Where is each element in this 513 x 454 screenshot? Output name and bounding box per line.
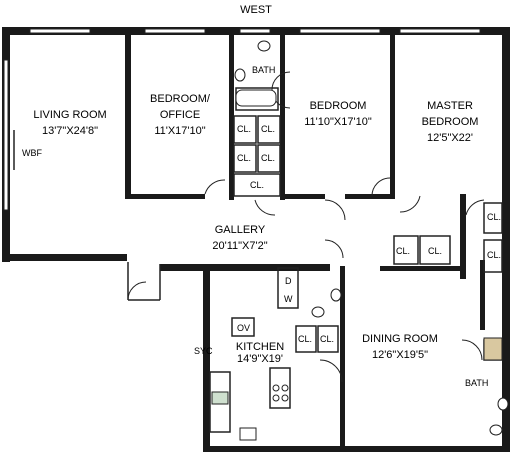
toilet-icon bbox=[257, 40, 271, 52]
gallery-name: GALLERY bbox=[215, 224, 266, 236]
fixtures bbox=[211, 40, 509, 441]
bedroom-office-name-2: OFFICE bbox=[160, 109, 200, 121]
living-room-size: 13'7"X24'8" bbox=[42, 125, 98, 137]
closet-label: CL. bbox=[250, 180, 264, 190]
closet-label: CL. bbox=[298, 334, 312, 344]
bedroom-office-size: 11'X17'10" bbox=[154, 125, 205, 137]
bedroom-office-name-1: BEDROOM/ bbox=[150, 93, 211, 105]
bedroom-size: 11'10"X17'10" bbox=[304, 116, 372, 128]
dining-room-size: 12'6"X19'5" bbox=[372, 349, 428, 361]
master-bedroom-name-2: BEDROOM bbox=[422, 116, 479, 128]
bath-top-label: BATH bbox=[252, 65, 275, 75]
closet-label: CL. bbox=[261, 124, 275, 134]
closet-label: CL. bbox=[261, 153, 275, 163]
toilet-icon bbox=[489, 424, 503, 436]
closet-label: CL. bbox=[487, 212, 501, 222]
dining-room-name: DINING ROOM bbox=[362, 333, 438, 345]
wbf-label: WBF bbox=[22, 148, 42, 158]
kitchen-name: KITCHEN bbox=[236, 341, 284, 353]
closet-label: CL. bbox=[237, 124, 251, 134]
toilet-icon bbox=[311, 306, 325, 318]
sink-counter-icon bbox=[211, 391, 229, 405]
oven-label: OV bbox=[237, 323, 250, 333]
sink-icon bbox=[497, 397, 509, 411]
bathtub-icon bbox=[235, 89, 277, 107]
living-room-name: LIVING ROOM bbox=[33, 109, 106, 121]
master-bedroom-size: 12'5"X22' bbox=[427, 132, 473, 144]
door-swings bbox=[127, 71, 485, 383]
closet-label: CL. bbox=[487, 250, 501, 260]
closet-label: CL. bbox=[320, 334, 334, 344]
master-bedroom-name-1: MASTER bbox=[427, 100, 473, 112]
range-icon bbox=[239, 427, 257, 441]
bedroom-name: BEDROOM bbox=[310, 100, 367, 112]
windows bbox=[3, 28, 481, 211]
orientation-label: WEST bbox=[240, 4, 272, 16]
dishwasher-label: D bbox=[285, 276, 292, 286]
shower-icon bbox=[483, 337, 503, 361]
bath-right-label: BATH bbox=[465, 378, 488, 388]
sink-icon bbox=[234, 68, 246, 82]
sink-icon bbox=[330, 288, 342, 302]
washer-label: W bbox=[284, 294, 293, 304]
closet-label: CL. bbox=[428, 246, 442, 256]
gallery-size: 20'11"X7'2" bbox=[212, 240, 267, 252]
kitchen-size: 14'9"X19' bbox=[237, 353, 283, 365]
syc-label: SYC bbox=[194, 346, 213, 356]
closet-label: CL. bbox=[396, 246, 410, 256]
closet-label: CL. bbox=[237, 153, 251, 163]
